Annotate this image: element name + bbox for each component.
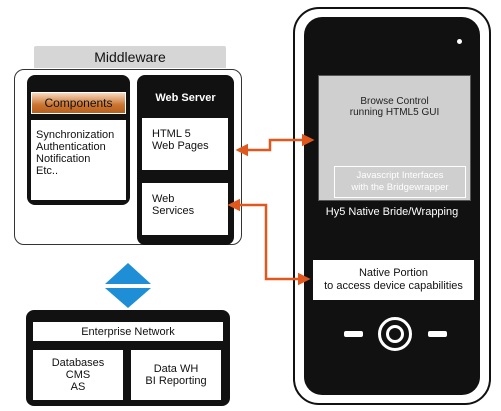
web-server-title: Web Server [155,92,216,104]
native-portion-box: Native Portion to access device capabili… [313,260,474,300]
component-item: Synchronization [36,129,115,141]
component-item: Etc.. [36,165,59,177]
hy5-wrapping-label: Hy5 Native Bride/Wrapping [325,206,459,218]
component-item: Authentication [36,141,106,153]
html5-browse-arrow [235,133,315,157]
databases-line: AS [70,381,86,393]
data-warehouse-line: BI Reporting [145,375,207,387]
native-line: Native Portion [358,267,429,279]
data-warehouse-box: Data WH BI Reporting [131,350,221,400]
middleware-title: Middleware [34,46,226,68]
browse-control-text: Browse Control running HTML5 GUI [318,92,471,122]
web-services-line: Web [152,193,175,205]
home-button-ring [386,325,404,343]
databases-box: Databases CMS AS [33,350,123,400]
middleware-enterprise-connector [105,263,151,308]
browse-control-area [318,75,471,201]
js-line: with the Bridgewrapper [351,182,449,193]
components-list: Synchronization Authentication Notificat… [31,120,126,200]
component-item: Notification [36,153,91,165]
services-native-arrow [227,198,311,286]
databases-line: Databases [51,357,105,369]
html5-web-pages-box: HTML 5 Web Pages [142,118,228,170]
databases-line: CMS [65,369,91,381]
web-services-box: Web Services [142,183,228,235]
native-line: to access device capabilities [324,280,463,292]
web-services-line: Services [152,205,195,217]
javascript-interfaces-box: Javascript Interfaces with the Bridgewra… [334,166,466,198]
components-header: Components [31,92,126,114]
html5-line: HTML 5 [152,128,191,140]
html5-line: Web Pages [152,140,209,152]
enterprise-network-label: Enterprise Network [33,322,223,341]
js-line: Javascript Interfaces [356,170,444,181]
data-warehouse-line: Data WH [153,363,199,375]
browse-line: Browse Control [360,96,429,107]
home-button [378,317,412,351]
menu-button [428,331,447,337]
browse-line: running HTML5 GUI [349,107,440,118]
back-button [344,331,363,337]
camera-dot [457,39,462,44]
